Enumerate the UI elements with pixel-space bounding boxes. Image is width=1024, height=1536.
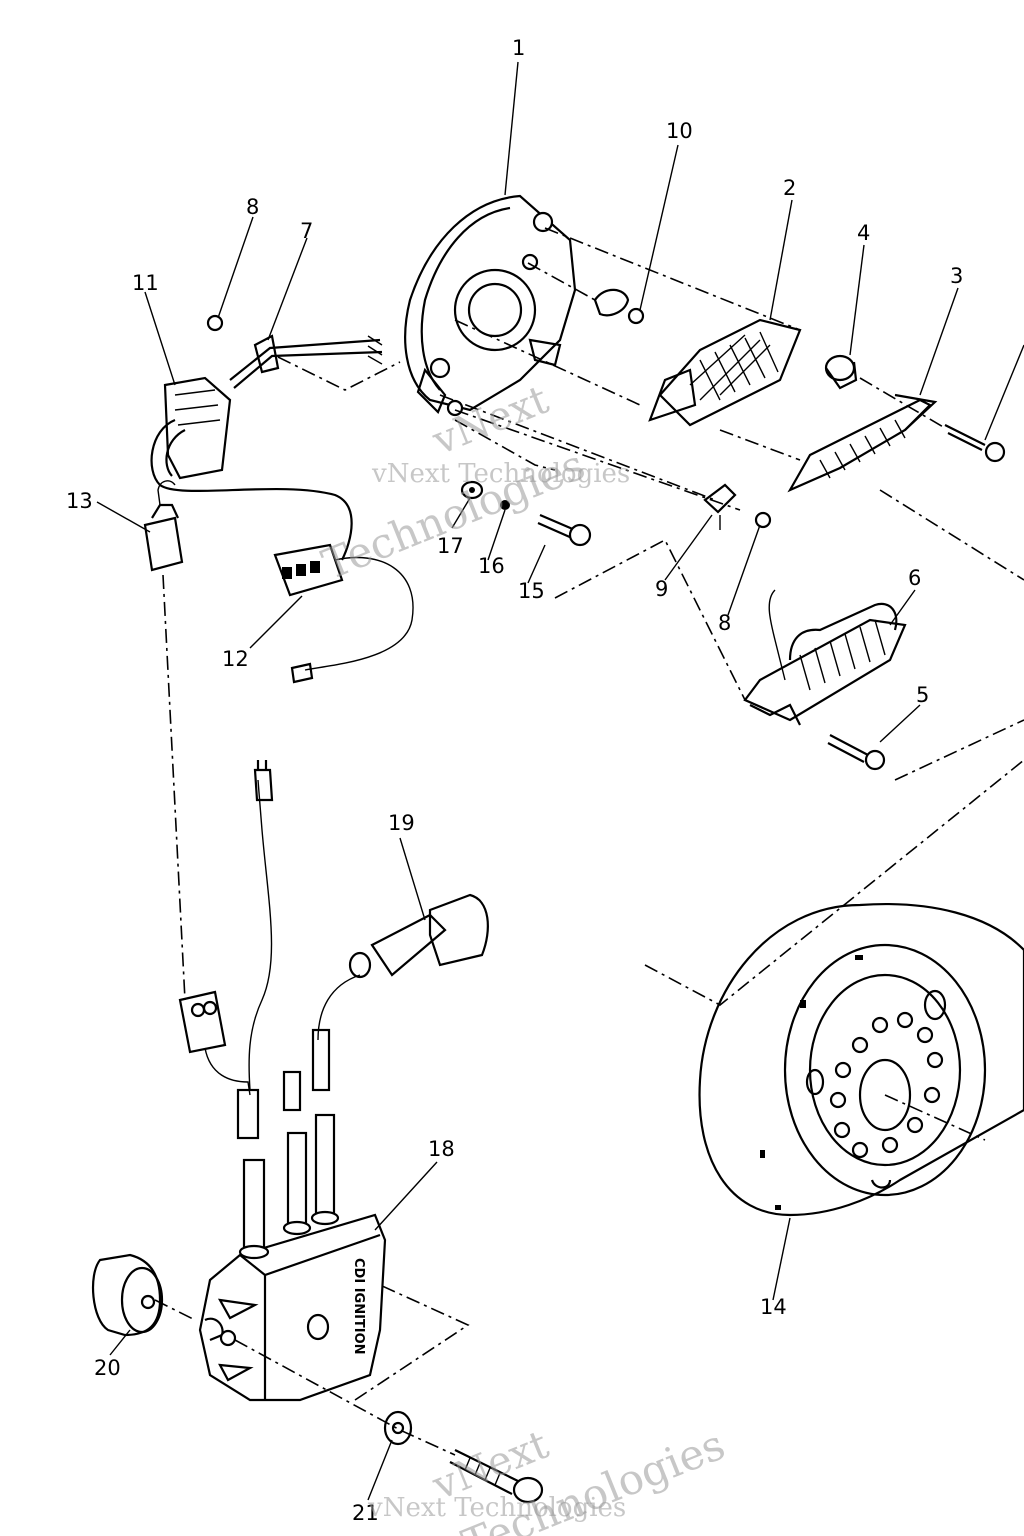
coil-3 bbox=[787, 393, 938, 493]
harness-connector bbox=[178, 760, 274, 1096]
clamp-7 bbox=[229, 334, 383, 389]
cdi-unit-18: CDI IGNITION bbox=[198, 1113, 387, 1402]
watermark-top-line: vNext Technologies bbox=[371, 459, 630, 489]
clip-10 bbox=[593, 288, 645, 325]
cap-right bbox=[311, 1028, 331, 1092]
callout-8-left: 8 bbox=[246, 195, 259, 219]
callout-4: 4 bbox=[857, 221, 870, 245]
callout-2: 2 bbox=[783, 176, 796, 200]
callout-numbers: 1 2 3 4 5 6 7 8 8 9 10 11 12 13 14 15 16… bbox=[66, 36, 963, 1525]
callout-8-right: 8 bbox=[718, 611, 731, 635]
callout-18: 18 bbox=[428, 1137, 455, 1161]
watermarks: vNext Technologies vNext Technologies vN… bbox=[315, 377, 731, 1536]
screw-8-left bbox=[206, 314, 224, 332]
screw-8-right bbox=[754, 511, 772, 529]
bushing-20 bbox=[91, 1253, 164, 1337]
plug-cap-19 bbox=[317, 893, 489, 1041]
lighting-coil-6 bbox=[743, 589, 907, 726]
cdi-label: CDI IGNITION bbox=[351, 1258, 366, 1355]
assembly-lines bbox=[154, 227, 1024, 1456]
cap-middle bbox=[282, 1070, 302, 1112]
connector-13 bbox=[143, 480, 184, 572]
callout-5: 5 bbox=[916, 683, 929, 707]
callout-19: 19 bbox=[388, 811, 415, 835]
stator-plate bbox=[404, 194, 577, 417]
clamp-9 bbox=[703, 483, 737, 530]
bolt-21 bbox=[449, 1449, 544, 1504]
spacer-4 bbox=[824, 354, 858, 390]
washer-21 bbox=[383, 1410, 413, 1446]
flywheel-14 bbox=[698, 902, 1024, 1217]
callout-13: 13 bbox=[66, 489, 93, 513]
callout-12: 12 bbox=[222, 647, 249, 671]
callout-10: 10 bbox=[666, 119, 693, 143]
callout-1: 1 bbox=[512, 36, 525, 60]
callout-6: 6 bbox=[908, 566, 921, 590]
watermark-top-1: vNext bbox=[426, 377, 555, 465]
callout-20: 20 bbox=[94, 1356, 121, 1380]
callout-16: 16 bbox=[478, 554, 505, 578]
callout-3: 3 bbox=[950, 264, 963, 288]
callout-leaders bbox=[96, 61, 1024, 1501]
watermark-bottom-line: vNext Technologies bbox=[367, 1493, 626, 1523]
callout-7: 7 bbox=[300, 219, 313, 243]
washer-17 bbox=[460, 480, 484, 500]
callout-11: 11 bbox=[132, 271, 159, 295]
callout-17: 17 bbox=[437, 534, 464, 558]
cap-left bbox=[236, 1088, 260, 1140]
washer-16 bbox=[500, 500, 510, 510]
screw-3 bbox=[944, 424, 1006, 463]
regulator-11 bbox=[150, 376, 353, 561]
callout-14: 14 bbox=[760, 1295, 787, 1319]
connector-12 bbox=[273, 543, 414, 684]
screw-5 bbox=[827, 734, 886, 771]
callout-21: 21 bbox=[352, 1501, 379, 1525]
coil-assembly-2 bbox=[648, 318, 802, 427]
callout-15: 15 bbox=[518, 579, 545, 603]
callout-9: 9 bbox=[655, 577, 668, 601]
screw-15 bbox=[537, 513, 592, 547]
